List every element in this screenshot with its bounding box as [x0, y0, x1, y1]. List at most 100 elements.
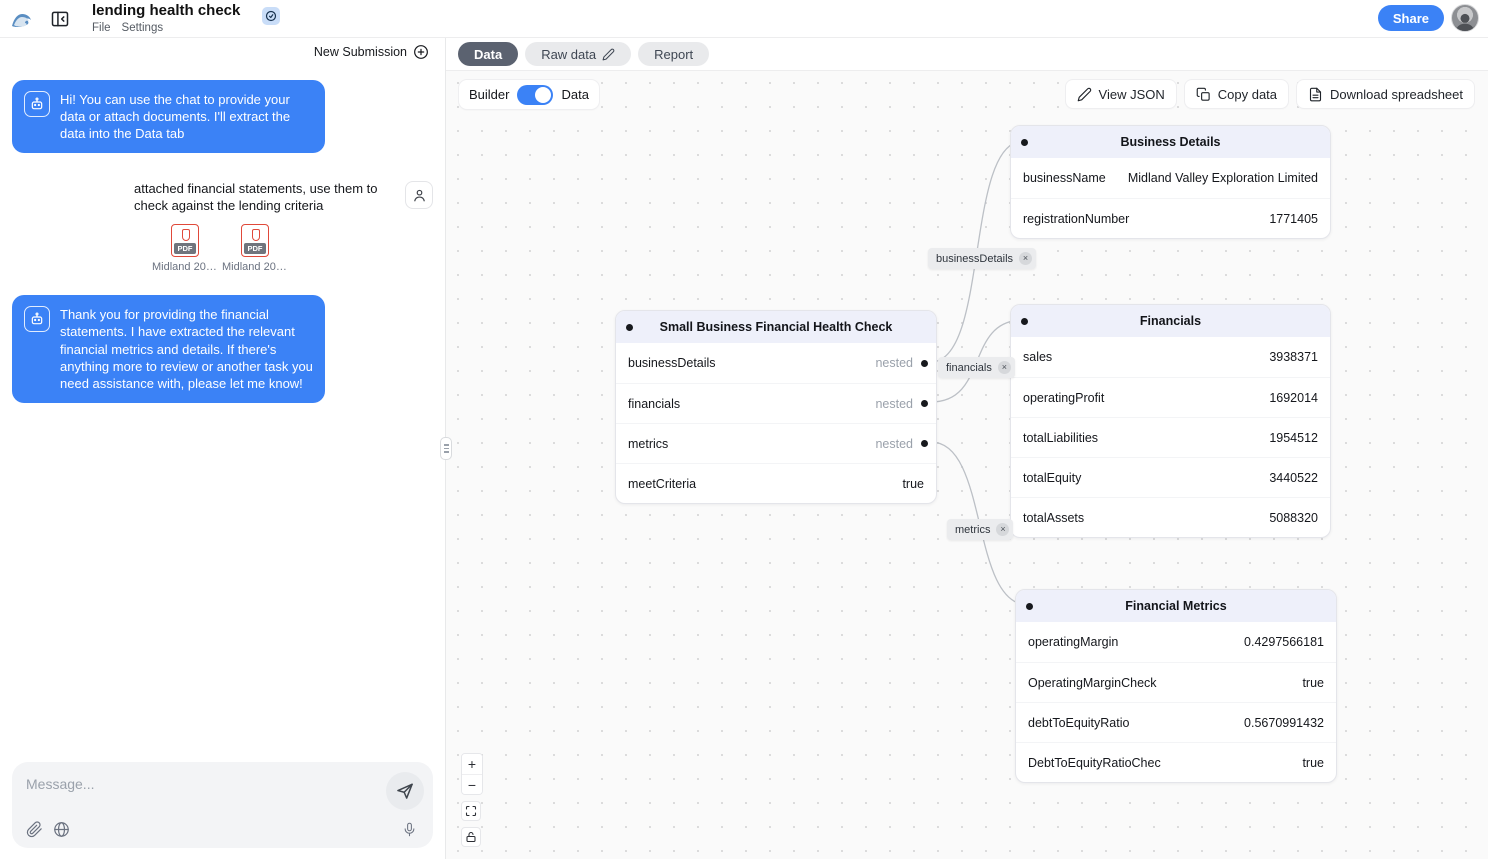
row-value: 5088320: [1269, 510, 1318, 525]
send-button[interactable]: [386, 772, 424, 810]
canvas[interactable]: Builder Data View JSON Copy data Downloa…: [446, 71, 1488, 859]
row-output-port-icon[interactable]: [921, 440, 928, 447]
row-key: operatingProfit: [1023, 390, 1105, 405]
bot-message: Thank you for providing the financial st…: [12, 295, 325, 404]
row-value: 1771405: [1269, 211, 1318, 226]
node-row[interactable]: meetCriteria true: [616, 463, 936, 503]
toggle-knob: [535, 86, 552, 103]
panel-resize-handle[interactable]: [440, 437, 452, 460]
view-json-label: View JSON: [1098, 86, 1165, 102]
node-title: Business Details: [1120, 135, 1221, 149]
builder-data-switch: Builder Data: [459, 80, 599, 109]
edge-label-chip-metrics[interactable]: metrics ×: [947, 519, 1014, 540]
main-area: Data Raw data Report Builder Data View J…: [446, 38, 1488, 859]
node-header: Business Details: [1011, 126, 1330, 158]
web-search-globe-icon[interactable]: [53, 821, 70, 838]
tab-data[interactable]: Data: [458, 42, 519, 66]
lock-button[interactable]: [461, 827, 481, 847]
download-spreadsheet-button[interactable]: Download spreadsheet: [1297, 80, 1474, 108]
microphone-icon[interactable]: [402, 821, 417, 838]
attachments-row: PDF Midland 201... PDF Midland 201...: [152, 224, 394, 273]
user-avatar[interactable]: [1451, 4, 1479, 32]
saved-status-clock-icon[interactable]: [262, 7, 280, 25]
menu-file[interactable]: File: [92, 22, 111, 34]
row-output-port-icon[interactable]: [921, 400, 928, 407]
fit-view-button[interactable]: [461, 801, 481, 821]
sidebar-collapse-icon[interactable]: [50, 9, 70, 29]
view-json-button[interactable]: View JSON: [1065, 80, 1176, 108]
row-value: true: [902, 476, 924, 491]
spreadsheet-file-icon: [1309, 87, 1322, 101]
row-key: totalAssets: [1023, 510, 1085, 525]
download-spreadsheet-label: Download spreadsheet: [1330, 86, 1463, 102]
chat-header: New Submission: [0, 38, 445, 66]
tab-raw-data[interactable]: Raw data: [525, 42, 632, 66]
new-submission-button[interactable]: New Submission: [314, 44, 429, 60]
edge-label-chip-businessdetails[interactable]: businessDetails×: [928, 248, 1037, 269]
attach-file-icon[interactable]: [26, 821, 43, 838]
copy-data-label: Copy data: [1217, 86, 1278, 102]
attachment-filename: Midland 201...: [222, 261, 288, 274]
chat-panel: New Submission Hi! You can use the chat …: [0, 38, 446, 859]
row-key: OperatingMarginCheck: [1028, 675, 1157, 690]
zoom-out-button[interactable]: −: [462, 774, 482, 794]
pdf-file-icon: PDF: [171, 224, 199, 258]
row-value: 3938371: [1269, 350, 1318, 364]
pdf-attachment[interactable]: PDF Midland 201...: [152, 224, 218, 273]
node-row[interactable]: totalAssets 5088320: [1011, 497, 1330, 537]
row-key: financials: [628, 396, 681, 411]
menu-settings[interactable]: Settings: [121, 22, 164, 34]
pdf-badge: PDF: [174, 243, 196, 255]
row-key: registrationNumber: [1023, 211, 1130, 226]
row-key: totalEquity: [1023, 470, 1082, 485]
remove-edge-close-icon[interactable]: ×: [1019, 252, 1033, 265]
node-row[interactable]: operatingProfit 1692014: [1011, 377, 1330, 417]
node-input-port-icon[interactable]: [1026, 602, 1033, 610]
edge-label: metrics: [955, 523, 991, 536]
copy-data-button[interactable]: Copy data: [1184, 80, 1289, 108]
node-input-port-icon[interactable]: [1021, 138, 1028, 146]
edge-label: financials: [946, 361, 992, 374]
share-button[interactable]: Share: [1377, 5, 1444, 31]
pencil-icon: [602, 48, 615, 60]
robot-icon: [24, 306, 50, 333]
remove-edge-close-icon[interactable]: ×: [997, 361, 1011, 374]
node-input-port-icon[interactable]: [626, 323, 633, 331]
robot-icon: [24, 91, 50, 117]
builder-label: Builder: [469, 87, 510, 102]
row-value: 1692014: [1269, 390, 1318, 405]
remove-edge-close-icon[interactable]: ×: [996, 523, 1010, 536]
row-value: Midland Valley Exploration Limited: [1127, 171, 1318, 185]
pencil-icon: [1077, 87, 1091, 101]
zoom-in-button[interactable]: +: [462, 754, 482, 774]
new-submission-label: New Submission: [313, 45, 407, 59]
pdf-attachment[interactable]: PDF Midland 201...: [222, 224, 288, 273]
row-key: debtToEquityRatio: [1028, 715, 1130, 730]
edge-label-chip-financials[interactable]: financials ×: [938, 357, 1015, 378]
node-input-port-icon[interactable]: [1021, 317, 1028, 325]
message-input[interactable]: [26, 773, 326, 795]
node-row[interactable]: registrationNumber 1771405: [1011, 198, 1330, 238]
builder-data-toggle[interactable]: [517, 84, 554, 105]
tab-report[interactable]: Report: [638, 42, 710, 66]
row-key: meetCriteria: [628, 476, 697, 491]
node-header: Small Business Financial Health Check: [616, 311, 936, 343]
user-message: attached financial statements, use them …: [12, 181, 433, 273]
node-title: Financials: [1139, 314, 1202, 328]
row-output-port-icon[interactable]: [921, 359, 928, 367]
